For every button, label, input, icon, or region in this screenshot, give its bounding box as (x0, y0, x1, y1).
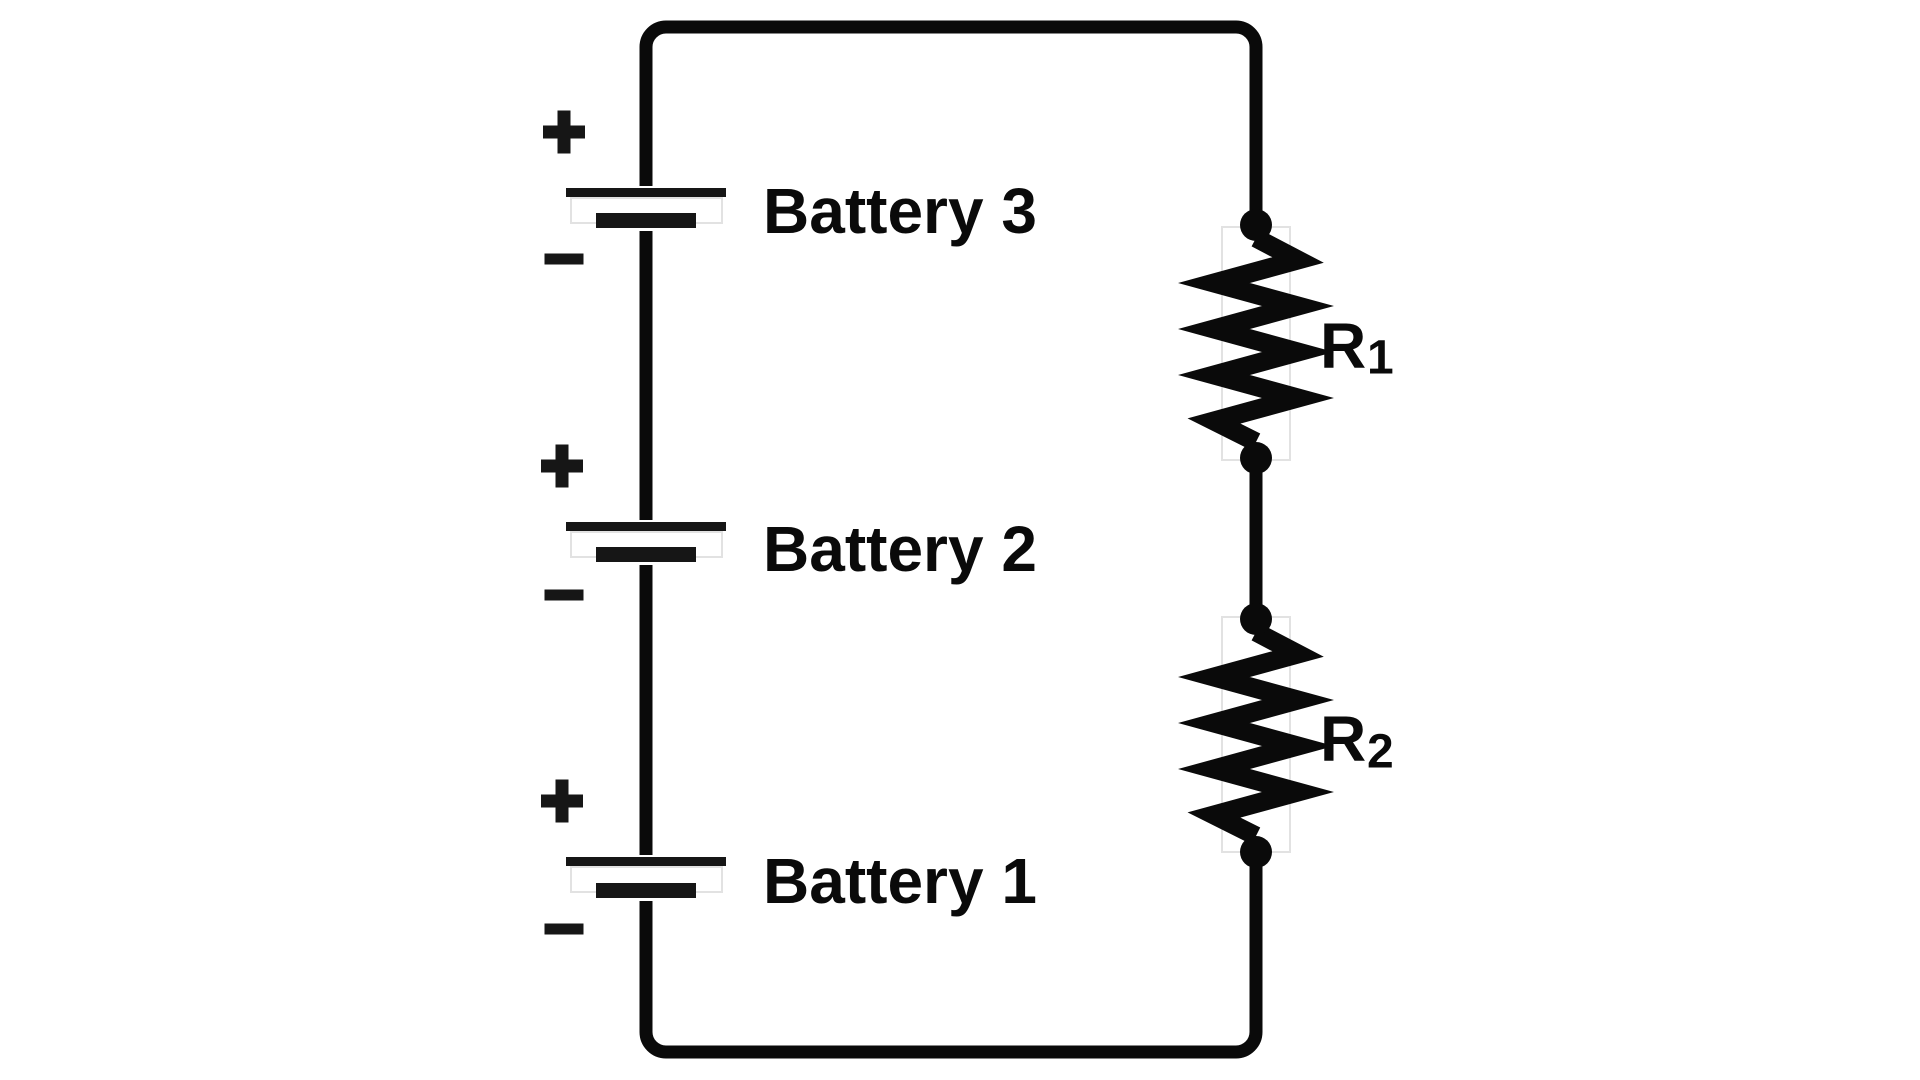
plus-icon (541, 444, 583, 488)
junction-dot (1240, 836, 1272, 868)
battery-2-positive-plate (566, 522, 726, 531)
resistor-2-label: R (1320, 703, 1366, 775)
resistor-2-symbol: R 2 (1178, 603, 1394, 868)
battery-1-negative-plate (596, 883, 696, 898)
resistor-1-subscript: 1 (1367, 332, 1394, 385)
resistor-1-zigzag (1178, 229, 1334, 451)
battery-1-positive-plate (566, 857, 726, 866)
battery-3-negative-plate (596, 213, 696, 228)
junction-dot (1240, 209, 1272, 241)
battery-2-symbol: Battery 2 (541, 444, 1037, 601)
battery-1-label: Battery 1 (763, 845, 1037, 917)
battery-3-positive-plate (566, 188, 726, 197)
resistor-1-symbol: R 1 (1178, 209, 1394, 474)
resistor-1-label: R (1320, 310, 1366, 382)
plus-icon (543, 110, 585, 154)
minus-icon (544, 253, 584, 265)
battery-3-symbol: Battery 3 (543, 110, 1037, 265)
minus-icon (544, 589, 584, 601)
plus-icon (541, 779, 583, 823)
battery-1-symbol: Battery 1 (541, 779, 1037, 935)
battery-2-label: Battery 2 (763, 513, 1037, 585)
junction-dot (1240, 442, 1272, 474)
resistor-2-subscript: 2 (1367, 726, 1394, 779)
battery-2-negative-plate (596, 547, 696, 562)
resistor-2-zigzag (1178, 623, 1334, 845)
minus-icon (544, 923, 584, 935)
junction-dot (1240, 603, 1272, 635)
battery-3-label: Battery 3 (763, 175, 1037, 247)
